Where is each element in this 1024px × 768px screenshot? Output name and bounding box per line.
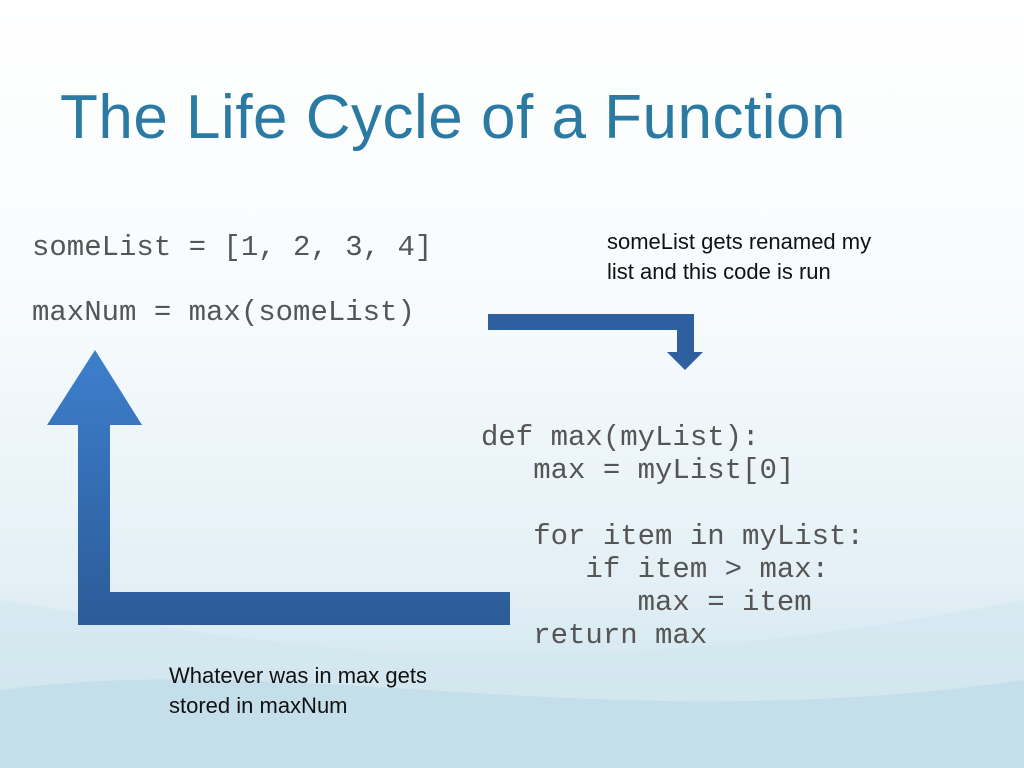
note-line: someList gets renamed my [607, 229, 872, 254]
code-line: for item in myList: [481, 520, 864, 553]
note-line: list and this code is run [607, 259, 831, 284]
code-line: return max [481, 619, 708, 652]
code-line: max = item [481, 586, 812, 619]
slide-title: The Life Cycle of a Function [60, 83, 846, 152]
function-code: def max(myList): max = myList[0] for ite… [481, 388, 864, 685]
code-line: def max(myList): [481, 421, 760, 454]
code-line [481, 487, 864, 520]
call-note: someList gets renamed my list and this c… [607, 227, 871, 287]
code-maxnum-call: maxNum = max(someList) [32, 296, 415, 329]
return-arrow [47, 350, 510, 625]
code-line: if item > max: [481, 553, 830, 586]
return-note: Whatever was in max gets stored in maxNu… [169, 661, 427, 721]
code-line: max = myList[0] [481, 454, 795, 487]
code-somelist: someList = [1, 2, 3, 4] [32, 231, 433, 264]
note-line: Whatever was in max gets [169, 663, 427, 688]
note-line: stored in maxNum [169, 693, 348, 718]
call-arrow [488, 314, 703, 370]
